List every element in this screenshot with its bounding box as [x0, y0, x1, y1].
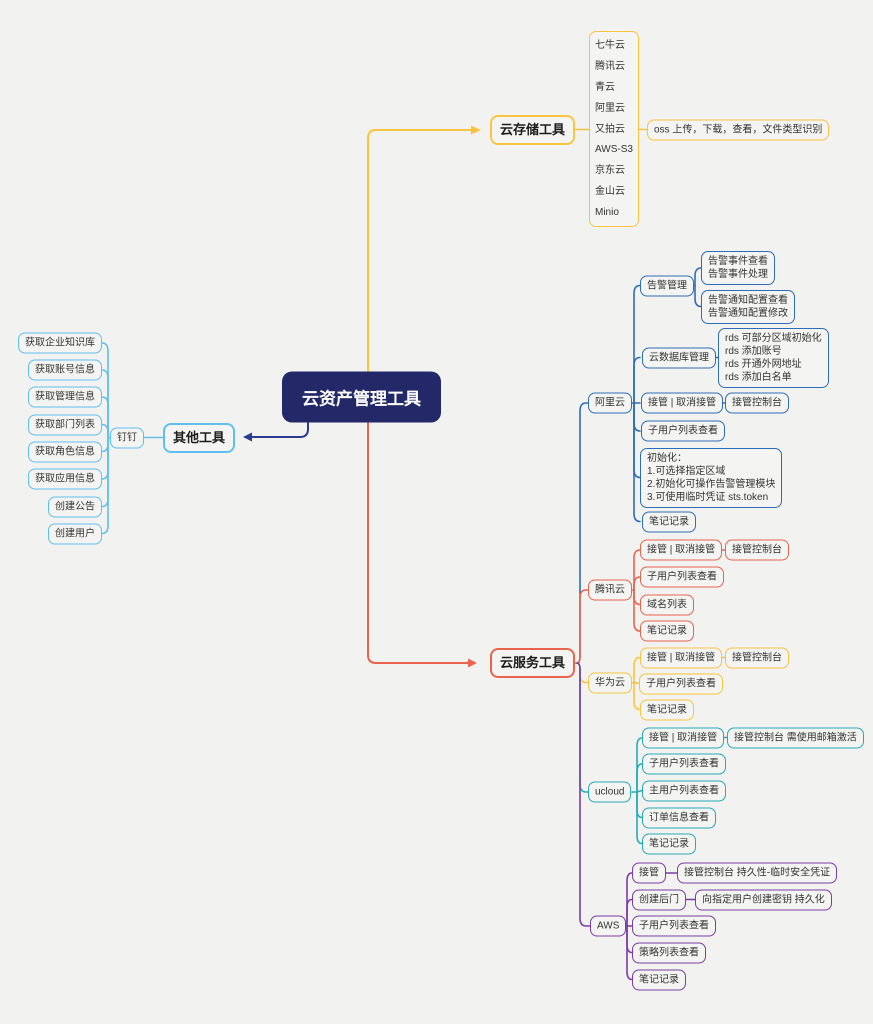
- node-create-user[interactable]: 创建用户: [48, 523, 102, 544]
- aliyun-rds-mgmt[interactable]: 云数据库管理: [642, 347, 716, 368]
- provider-upyun: 又拍云: [595, 123, 625, 135]
- node-ucloud[interactable]: ucloud: [588, 781, 632, 803]
- alarm-notify-view: 告警通知配置查看: [708, 294, 788, 306]
- init-line-2: 2.初始化可操作告警管理模块: [647, 478, 776, 490]
- oss-capabilities-note[interactable]: oss 上传，下载，查看，文件类型识别: [647, 119, 830, 140]
- tencent-connectors: [628, 549, 726, 632]
- ucloud-connectors: [631, 736, 728, 845]
- huawei-takeover[interactable]: 接管 | 取消接管: [640, 647, 723, 668]
- aliyun-alarm-mgmt[interactable]: 告警管理: [640, 275, 694, 296]
- aws-subuser-list[interactable]: 子用户列表查看: [632, 915, 716, 937]
- init-line-1: 1.可选择指定区域: [647, 465, 726, 477]
- rds-add-account: rds 添加账号: [725, 345, 782, 357]
- branch-cloud-storage[interactable]: 云存储工具: [490, 114, 576, 145]
- node-huawei[interactable]: 华为云: [588, 672, 632, 693]
- node-get-dept-list[interactable]: 获取部门列表: [28, 414, 102, 435]
- node-get-role-info[interactable]: 获取角色信息: [28, 441, 102, 462]
- ucloud-order-info[interactable]: 订单信息查看: [642, 807, 716, 828]
- alarm-event-view: 告警事件查看: [708, 256, 768, 267]
- aliyun-init-note[interactable]: 初始化： 1.可选择指定区域 2.初始化可操作告警管理模块 3.可使用临时凭证 …: [640, 447, 783, 508]
- aliyun-takeover[interactable]: 接管 | 取消接管: [641, 392, 724, 414]
- tencent-subuser-list[interactable]: 子用户列表查看: [640, 566, 724, 588]
- ucloud-subuser-list[interactable]: 子用户列表查看: [642, 753, 726, 775]
- node-get-knowledge-base[interactable]: 获取企业知识库: [18, 332, 102, 354]
- provider-tencent: 腾讯云: [595, 60, 625, 72]
- huawei-takeover-console[interactable]: 接管控制台: [725, 647, 789, 668]
- provider-aws-s3: AWS-S3: [595, 144, 633, 156]
- service-trunk-connectors: [573, 402, 591, 927]
- ucloud-takeover[interactable]: 接管 | 取消接管: [642, 727, 725, 748]
- aliyun-alarm-notify-config[interactable]: 告警通知配置查看 告警通知配置修改: [701, 289, 795, 324]
- node-get-app-info[interactable]: 获取应用信息: [28, 468, 102, 490]
- init-title: 初始化：: [647, 452, 687, 464]
- node-dingtalk[interactable]: 钉钉: [110, 427, 144, 448]
- aliyun-rds-capabilities[interactable]: rds 可部分区域初始化 rds 添加账号 rds 开通外网地址 rds 添加白…: [718, 327, 829, 388]
- main-branch-connectors: [243, 125, 481, 668]
- provider-kingsoft: 金山云: [595, 186, 625, 198]
- aliyun-connectors: [628, 267, 726, 523]
- other-tools-connectors: [101, 342, 164, 535]
- ucloud-mainuser-list[interactable]: 主用户列表查看: [642, 780, 726, 801]
- aliyun-alarm-events[interactable]: 告警事件查看 告警事件处理: [701, 251, 775, 285]
- aliyun-subuser-list[interactable]: 子用户列表查看: [641, 420, 725, 442]
- init-line-3: 3.可使用临时凭证 sts.token: [647, 491, 769, 503]
- aws-backdoor-note[interactable]: 向指定用户创建密钥 持久化: [695, 889, 832, 910]
- huawei-subuser-list[interactable]: 子用户列表查看: [639, 673, 723, 694]
- aws-notes[interactable]: 笔记记录: [632, 969, 686, 990]
- branch-cloud-service[interactable]: 云服务工具: [490, 648, 576, 678]
- node-tencent[interactable]: 腾讯云: [588, 579, 632, 601]
- aliyun-notes[interactable]: 笔记记录: [642, 511, 696, 532]
- node-aliyun[interactable]: 阿里云: [588, 392, 632, 414]
- rds-init: rds 可部分区域初始化: [725, 332, 822, 344]
- provider-jdcloud: 京东云: [595, 165, 625, 177]
- provider-qingcloud: 青云: [595, 81, 615, 93]
- tencent-notes[interactable]: 笔记记录: [640, 620, 694, 642]
- branch-other-tools[interactable]: 其他工具: [163, 422, 236, 453]
- rds-whitelist: rds 添加白名单: [725, 371, 792, 383]
- node-create-announcement[interactable]: 创建公告: [48, 496, 102, 517]
- aliyun-takeover-console[interactable]: 接管控制台: [725, 392, 789, 414]
- central-topic[interactable]: 云资产管理工具: [282, 371, 441, 423]
- alarm-event-handle: 告警事件处理: [708, 269, 768, 280]
- alarm-notify-modify: 告警通知配置修改: [708, 307, 788, 319]
- node-get-account-info[interactable]: 获取账号信息: [28, 359, 102, 381]
- node-get-admin-info[interactable]: 获取管理信息: [28, 386, 102, 408]
- ucloud-notes[interactable]: 笔记记录: [642, 833, 696, 854]
- ucloud-takeover-console[interactable]: 接管控制台 需使用邮箱激活: [727, 727, 864, 748]
- provider-aliyun: 阿里云: [595, 102, 625, 114]
- aws-takeover-console[interactable]: 接管控制台 持久性-临时安全凭证: [677, 862, 838, 884]
- aws-create-backdoor[interactable]: 创建后门: [632, 889, 686, 910]
- huawei-notes[interactable]: 笔记记录: [640, 699, 694, 720]
- tencent-takeover-console[interactable]: 接管控制台: [725, 539, 789, 561]
- provider-minio: Minio: [595, 207, 619, 218]
- aws-policy-list[interactable]: 策略列表查看: [632, 942, 706, 963]
- rds-open-network: rds 开通外网地址: [725, 358, 802, 370]
- node-aws[interactable]: AWS: [590, 915, 627, 937]
- tencent-domain-list[interactable]: 域名列表: [640, 594, 694, 615]
- storage-provider-list[interactable]: 七牛云 腾讯云 青云 阿里云 又拍云 AWS-S3 京东云 金山云 Minio: [589, 31, 639, 227]
- aws-takeover[interactable]: 接管: [632, 862, 666, 884]
- provider-qiniu: 七牛云: [595, 40, 625, 51]
- tencent-takeover[interactable]: 接管 | 取消接管: [640, 539, 723, 561]
